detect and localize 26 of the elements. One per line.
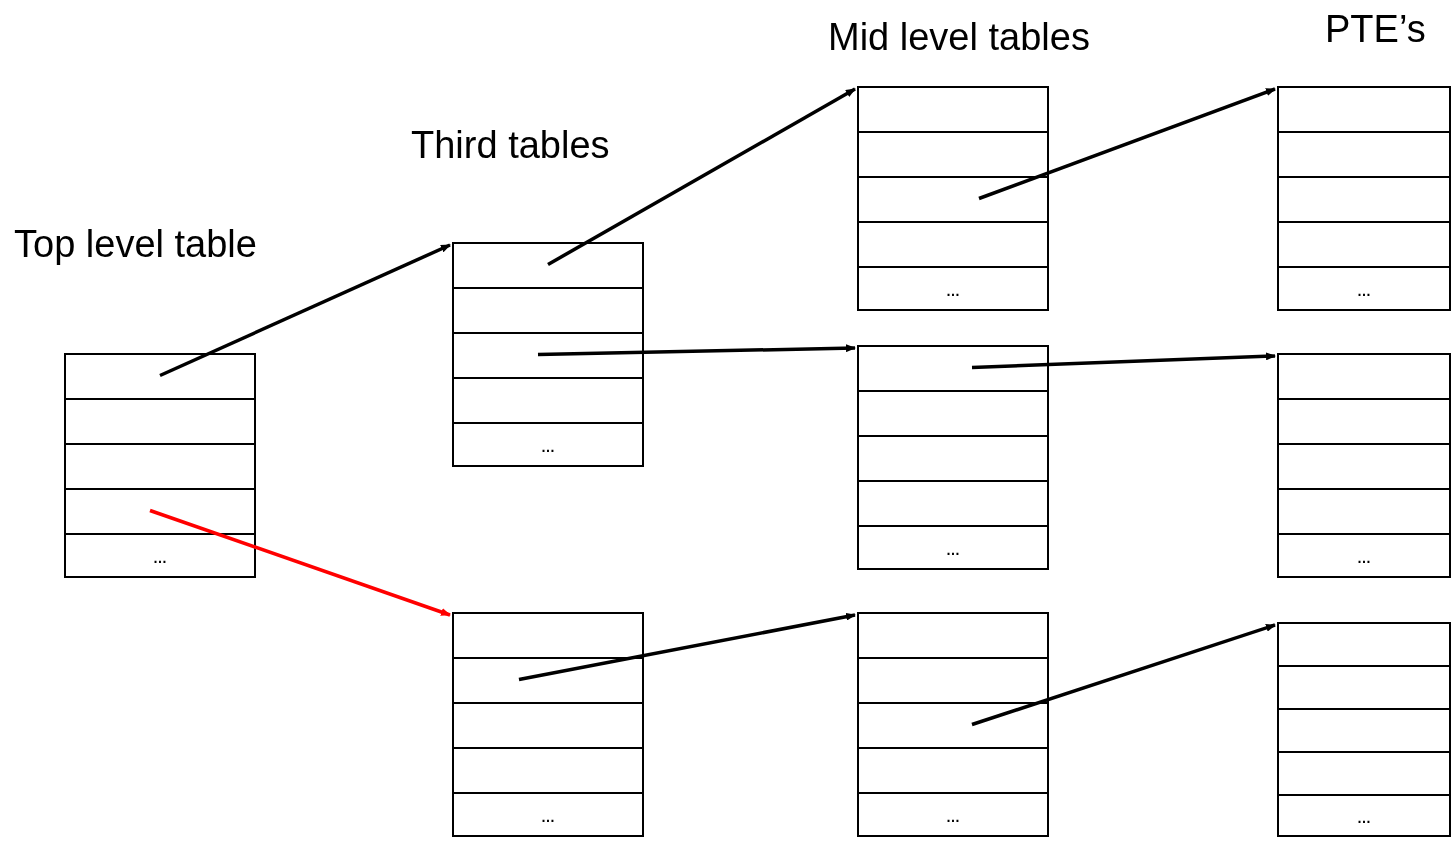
arrow — [518, 612, 856, 682]
table-heading: PTE’s — [1325, 10, 1426, 48]
arrow — [971, 623, 1276, 727]
arrow — [159, 243, 451, 378]
arrow — [547, 87, 856, 266]
ellipsis-text: … — [1357, 282, 1371, 299]
ellipsis-text: … — [946, 282, 960, 299]
page-table — [857, 612, 1049, 837]
table-heading: Top level table — [14, 225, 257, 263]
ellipsis-text: … — [1357, 549, 1371, 566]
ellipsis-text: … — [541, 438, 555, 455]
ellipsis-text: … — [946, 541, 960, 558]
table-heading: Mid level tables — [828, 18, 1090, 56]
arrow — [971, 352, 1276, 370]
ellipsis-text: … — [1357, 809, 1371, 826]
page-table — [1277, 622, 1451, 837]
page-table — [452, 612, 644, 837]
arrow — [149, 508, 451, 617]
table-heading: Third tables — [411, 126, 610, 164]
arrow — [537, 344, 856, 357]
page-table — [1277, 353, 1451, 578]
ellipsis-text: … — [541, 808, 555, 825]
ellipsis-text: … — [946, 808, 960, 825]
arrow — [978, 87, 1276, 201]
ellipsis-text: … — [153, 549, 167, 566]
page-table — [857, 345, 1049, 570]
